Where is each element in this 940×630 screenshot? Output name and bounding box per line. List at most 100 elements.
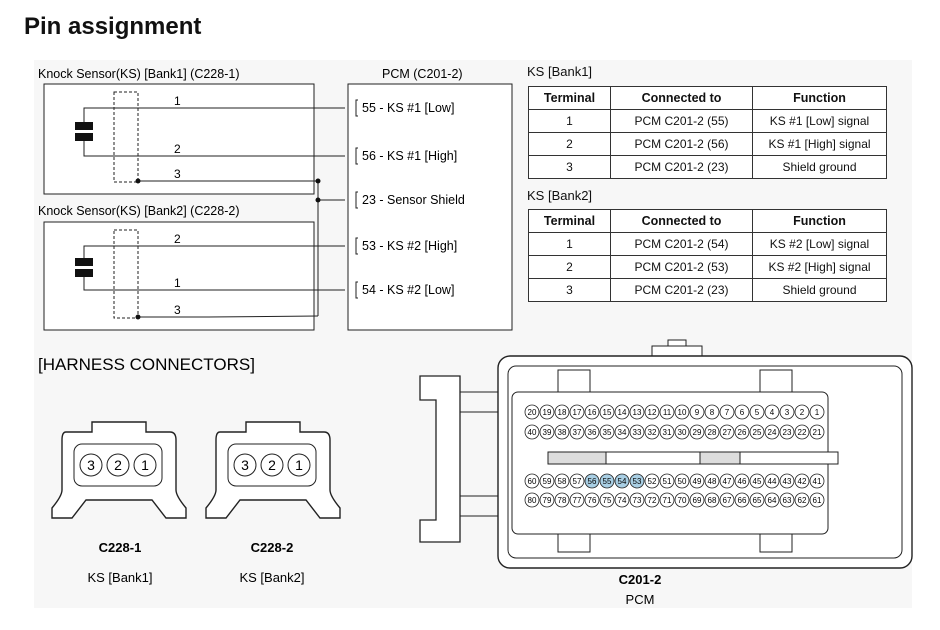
pcm-pin-73 [629, 492, 645, 508]
pcm-pin-42 [794, 473, 810, 489]
bank2-table: Terminal Connected to Function 1 PCM C20… [528, 209, 887, 302]
pcm-pin-64 [764, 492, 780, 508]
connector-sub: KS [Bank2] [239, 570, 304, 585]
table-row: 2 PCM C201-2 (56) KS #1 [High] signal [528, 132, 887, 156]
pcm-pin-label: 64 [768, 496, 777, 505]
pcm-pin-label: 73 [633, 496, 642, 505]
connector-id: C228-2 [251, 540, 294, 555]
table-header: Function [752, 209, 887, 233]
connector-id: C228-1 [99, 540, 142, 555]
pcm-pin-53 [629, 473, 645, 489]
pcm-pin-38 [554, 424, 570, 440]
pcm-pin-label: 62 [798, 496, 807, 505]
pcm-pin-label: 45 [753, 477, 762, 486]
pcm-pin-label: 66 [738, 496, 747, 505]
pcm-pin-label: 21 [813, 428, 822, 437]
pcm-pin-48 [704, 473, 720, 489]
pcm-pin-label: 55 [603, 477, 612, 486]
pcm-pin-49 [689, 473, 705, 489]
pcm-pin-label: 75 [603, 496, 612, 505]
pcm-pin-label: 10 [678, 408, 687, 417]
pcm-pin-61 [809, 492, 825, 508]
pcm-pin-13 [629, 404, 645, 420]
connector-c228-1: 3 2 1 C228-1 KS [Bank1] [51, 421, 187, 585]
sensor2-label: Knock Sensor(KS) [Bank2] (C228-2) [38, 204, 239, 218]
pcm-pin-69 [689, 492, 705, 508]
table2-label: KS [Bank2] [527, 188, 593, 203]
pcm-pin-31 [659, 424, 675, 440]
sensor2-wire-1: 1 [174, 276, 181, 290]
pcm-pin-53: 53 - KS #2 [High] [362, 239, 457, 253]
pcm-pin-label: 13 [633, 408, 642, 417]
table-row: 3 PCM C201-2 (23) Shield ground [528, 278, 887, 302]
pcm-pin-11 [659, 404, 675, 420]
pcm-pin-44 [764, 473, 780, 489]
pcm-pin-label: 18 [558, 408, 567, 417]
pcm-pin-label: 6 [740, 408, 745, 417]
pcm-pin-20 [524, 404, 540, 420]
pcm-pin-label: 30 [678, 428, 687, 437]
pcm-pin-label: 52 [648, 477, 657, 486]
pcm-pin-label: 23 [783, 428, 792, 437]
sensor1-element-icon [75, 122, 93, 130]
pcm-pin-label: 72 [648, 496, 657, 505]
sensor2-wire-3: 3 [174, 303, 181, 317]
pcm-pin-label: 4 [770, 408, 775, 417]
pcm-pin-label: 79 [543, 496, 552, 505]
pcm-pin-18 [554, 404, 570, 420]
pcm-pin-29 [689, 424, 705, 440]
pcm-pin-45 [749, 473, 765, 489]
table-row: 1 PCM C201-2 (55) KS #1 [Low] signal [528, 109, 887, 133]
pcm-pin-55 [599, 473, 615, 489]
pcm-pin-54 [614, 473, 630, 489]
table1-label: KS [Bank1] [527, 64, 593, 79]
pcm-pin-label: 47 [723, 477, 732, 486]
pcm-pin-label: 43 [783, 477, 792, 486]
pcm-pin-label: 29 [693, 428, 702, 437]
sensor1-wire-3: 3 [174, 167, 181, 181]
pcm-pin-56 [584, 473, 600, 489]
pcm-pin-39 [539, 424, 555, 440]
pcm-pin-label: 24 [768, 428, 777, 437]
pcm-pin-label: 2 [800, 408, 805, 417]
pcm-pin-label: 26 [738, 428, 747, 437]
pcm-pin-75 [599, 492, 615, 508]
pcm-pin-label: 67 [723, 496, 732, 505]
svg-text:1: 1 [141, 457, 149, 473]
pcm-pin-label: 41 [813, 477, 822, 486]
connector-sub: PCM [626, 592, 655, 607]
pcm-pin-label: 48 [708, 477, 717, 486]
pcm-pin-label: 49 [693, 477, 702, 486]
pcm-pin-70 [674, 492, 690, 508]
pcm-pin-37 [569, 424, 585, 440]
pcm-pin-label: 11 [663, 408, 672, 417]
pcm-pin-label: 53 [633, 477, 642, 486]
pcm-pin-label: 77 [573, 496, 582, 505]
pcm-pin-66 [734, 492, 750, 508]
pcm-pin-57 [569, 473, 585, 489]
pcm-pin-3 [779, 404, 795, 420]
pcm-pin-50 [674, 473, 690, 489]
harness-title: [HARNESS CONNECTORS] [38, 355, 255, 374]
pcm-pin-label: 25 [753, 428, 762, 437]
pcm-pin-14 [614, 404, 630, 420]
pcm-pin-68 [704, 492, 720, 508]
pcm-pin-label: 1 [815, 408, 820, 417]
pcm-pin-58 [554, 473, 570, 489]
pcm-pin-51 [659, 473, 675, 489]
pcm-pin-label: 40 [528, 428, 537, 437]
pcm-pin-6 [734, 404, 750, 420]
pcm-pin-23 [779, 424, 795, 440]
pcm-pin-24 [764, 424, 780, 440]
pcm-pin-16 [584, 404, 600, 420]
bank1-table: Terminal Connected to Function 1 PCM C20… [528, 86, 887, 179]
pcm-pin-label: 22 [798, 428, 807, 437]
sensor1-wire-1: 1 [174, 94, 181, 108]
pcm-pin-34 [614, 424, 630, 440]
sensor2-signal-wires [83, 245, 345, 291]
pcm-pin-41 [809, 473, 825, 489]
pcm-pin-label: 3 [785, 408, 790, 417]
